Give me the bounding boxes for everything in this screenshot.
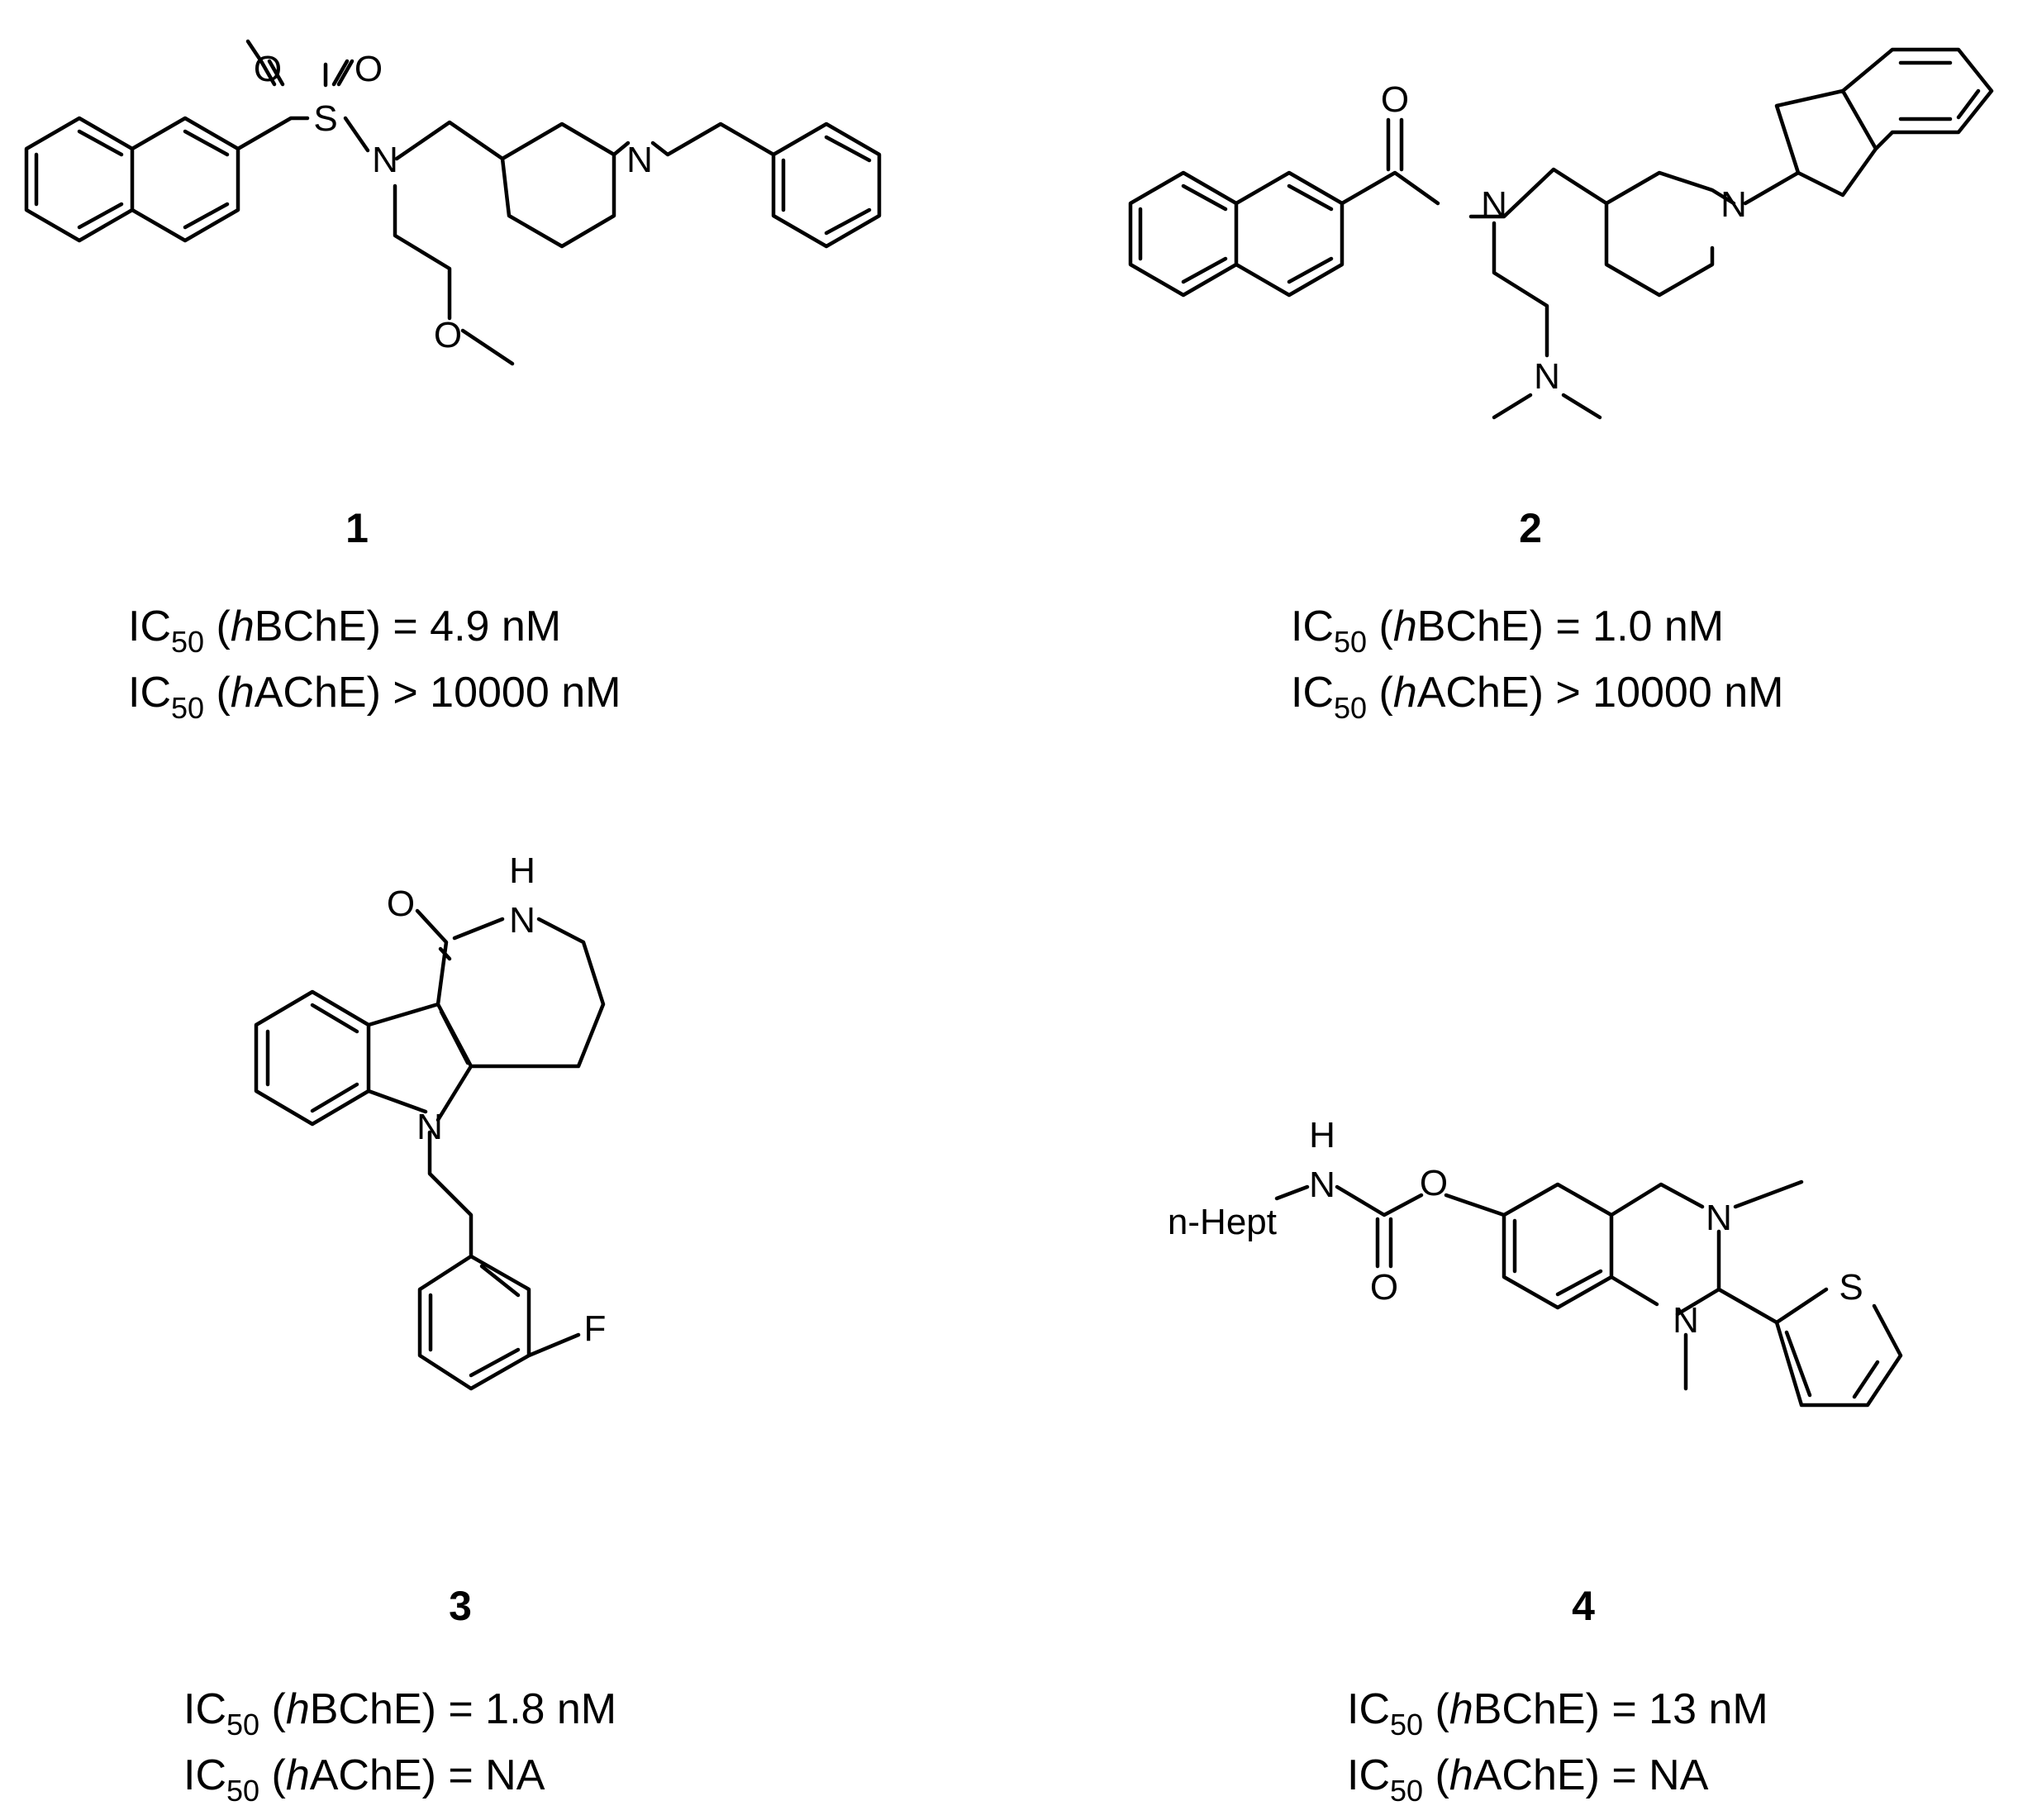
compound-1-bonds <box>24 39 882 366</box>
compound-2-bche-ic50: IC50 (hBChE) = 1.0 nM <box>1291 603 1724 659</box>
compound-4-bche-ic50: IC50 (hBChE) = 13 nM <box>1347 1685 1768 1741</box>
compound-4-thiophene-sulfur: S <box>1839 1267 1863 1308</box>
compound-4-nitrogen-3: N <box>1706 1198 1732 1238</box>
compound-4-nitrogen-carbamate: N <box>1309 1165 1335 1205</box>
compound-4-hydrogen-carbamate: H <box>1309 1115 1335 1155</box>
compound-3-hydrogen-lactam: H <box>509 850 535 891</box>
compound-3-bche-ic50: IC50 (hBChE) = 1.8 nM <box>183 1685 616 1741</box>
compound-4-number: 4 <box>1572 1583 1595 1629</box>
compound-4-nitrogen-1: N <box>1673 1300 1699 1341</box>
compound-1-sulfur: S <box>313 98 337 139</box>
compound-4-structure: H N n-Hept O O N N S <box>1168 1115 1903 1408</box>
compound-1-nitrogen-piperidine: N <box>626 140 653 180</box>
compound-1-oxygen-methoxy: O <box>434 315 462 355</box>
compound-2-ache-ic50: IC50 (hAChE) > 10000 nM <box>1291 669 1783 725</box>
compound-3-ache-ic50: IC50 (hAChE) = NA <box>183 1751 545 1808</box>
compound-1-ache-ic50: IC50 (hAChE) > 10000 nM <box>128 669 621 725</box>
compound-4-n-hept-label: n-Hept <box>1168 1202 1277 1242</box>
compound-1-bche-ic50: IC50 (hBChE) = 4.9 nM <box>128 603 561 659</box>
compound-1-nitrogen-sulfonamide: N <box>372 140 398 180</box>
compound-3-bonds <box>254 908 606 1391</box>
compound-1-oxygen-1: O <box>254 49 282 89</box>
compound-4-bonds <box>1274 1179 1903 1408</box>
compound-4-ache-ic50: IC50 (hAChE) = NA <box>1347 1751 1709 1808</box>
compound-2-oxygen-carbonyl: O <box>1381 79 1409 120</box>
compound-2-number: 2 <box>1519 505 1542 551</box>
compound-4-oxygen-ester: O <box>1420 1163 1448 1203</box>
compound-3-nitrogen-indole: N <box>416 1107 443 1147</box>
compound-3-nitrogen-lactam: N <box>509 900 535 941</box>
compound-1-number: 1 <box>345 505 369 551</box>
compound-2-bonds <box>1128 47 1994 420</box>
compound-4-oxygen-carbonyl: O <box>1370 1267 1398 1308</box>
compound-2-nitrogen-piperidine: N <box>1721 184 1747 225</box>
compound-2-structure: O N N N <box>1128 47 1994 420</box>
compound-2-nitrogen-amide: N <box>1481 184 1507 225</box>
compound-1-structure: O O S N N O <box>24 39 882 366</box>
compound-3-structure: O H N N F <box>254 850 607 1391</box>
compound-2-nitrogen-dimethyl: N <box>1534 356 1560 397</box>
compound-3-oxygen-lactam: O <box>387 884 415 924</box>
compound-3-number: 3 <box>449 1583 472 1629</box>
compound-3-fluorine: F <box>584 1308 607 1349</box>
compound-1-oxygen-2: O <box>355 49 383 89</box>
